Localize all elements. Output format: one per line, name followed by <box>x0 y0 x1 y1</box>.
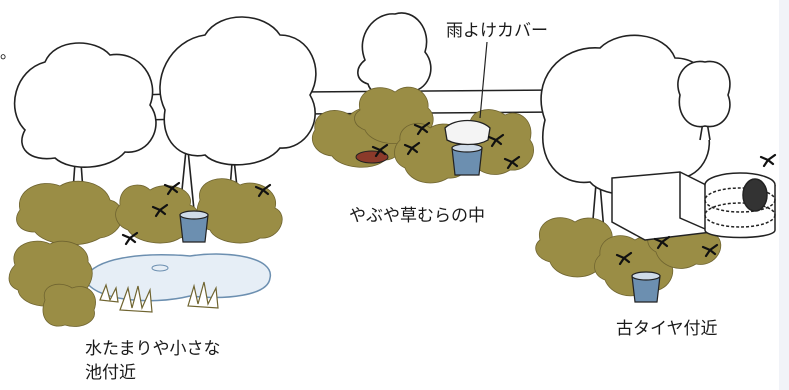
cover-icon <box>444 119 491 146</box>
bucket-icon <box>451 143 483 176</box>
label-bushes: やぶや草むらの中 <box>349 206 485 226</box>
mosquito-icon <box>121 231 139 246</box>
tire-icon <box>704 172 776 239</box>
tree-icon <box>677 60 731 141</box>
label-old-tires: 古タイヤ付近 <box>616 319 718 339</box>
mosquito-icon <box>759 153 777 168</box>
wall-icon <box>611 171 713 241</box>
bucket-icon <box>179 210 209 243</box>
pond-icon <box>84 253 271 302</box>
label-stray-mark: 。 <box>0 43 17 62</box>
label-rain-cover: 雨よけカバー <box>446 21 548 41</box>
lid-icon <box>355 150 389 164</box>
label-puddles-line1: 水たまりや小さな <box>85 339 221 359</box>
label-puddles-line2: 池付近 <box>85 363 136 383</box>
cover-pointer-line <box>479 41 488 119</box>
side-strip <box>779 0 789 390</box>
bucket-icon <box>631 271 661 303</box>
tree-icon <box>13 42 157 206</box>
grass-icon <box>99 281 219 313</box>
